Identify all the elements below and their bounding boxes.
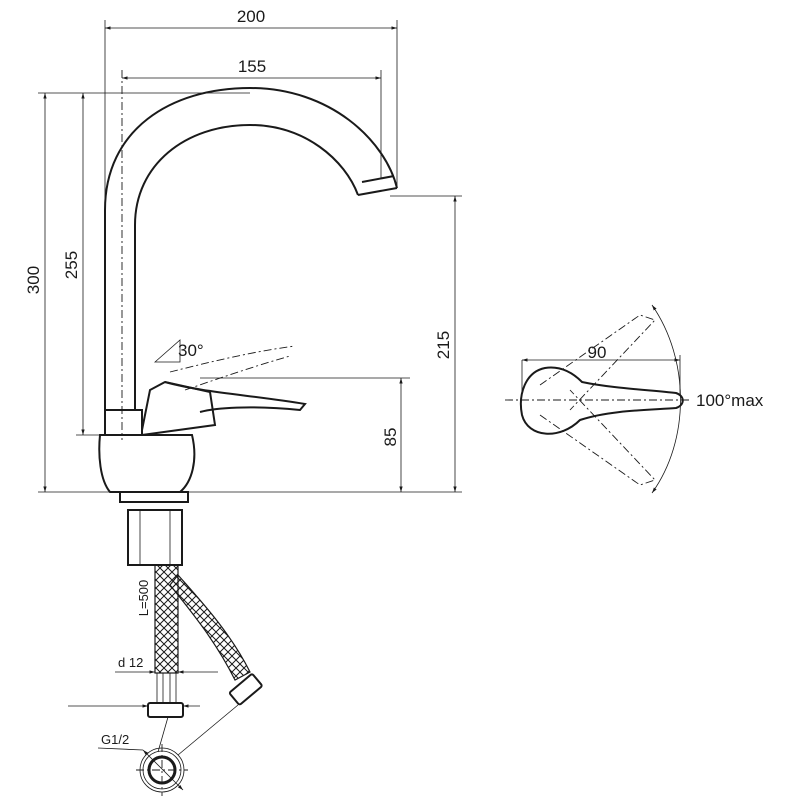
extension-lines xyxy=(38,20,462,493)
dimension-lines xyxy=(43,26,457,492)
dim-total-height: 300 xyxy=(24,266,43,294)
dim-spout-reach: 155 xyxy=(238,57,266,76)
dim-lever-height: 85 xyxy=(381,428,400,447)
dim-hose-length: L=500 xyxy=(136,580,151,617)
dim-lever-tilt: 30° xyxy=(178,341,204,360)
dim-thread: G1/2 xyxy=(101,732,129,747)
dim-total-reach: 200 xyxy=(237,7,265,26)
spout xyxy=(104,86,398,410)
flexible-hoses xyxy=(68,564,263,796)
dim-spout-height: 255 xyxy=(62,251,81,279)
dim-handle-length: 90 xyxy=(588,343,607,362)
mounting-base xyxy=(119,491,189,566)
handle-top-view xyxy=(505,304,690,494)
dim-outlet-height: 215 xyxy=(434,331,453,359)
faucet-body xyxy=(98,345,307,493)
dim-handle-rotation: 100°max xyxy=(696,391,764,410)
dim-hose-diameter: d 12 xyxy=(118,655,143,670)
lever-tilt-angle xyxy=(153,339,181,363)
